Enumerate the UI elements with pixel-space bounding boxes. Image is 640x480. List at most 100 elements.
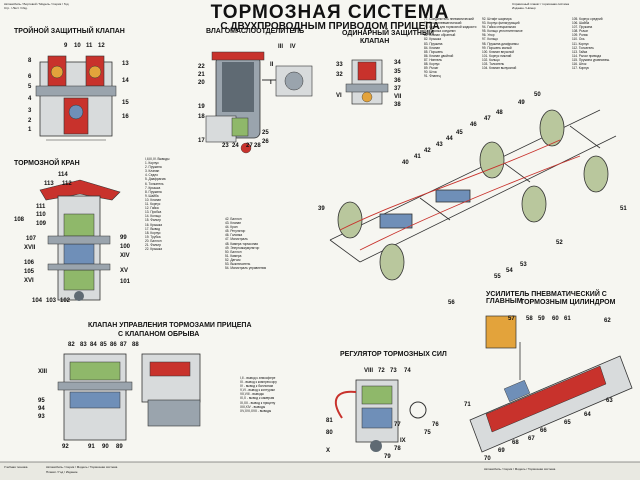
legend-line: 2. Пружина — [145, 165, 162, 170]
header-left-line2: Стр. / Лист / Изд. — [4, 6, 28, 10]
regulator-label-ix: IX — [400, 438, 406, 444]
sep-label-18: 18 — [198, 114, 205, 120]
brake-label-104: 104 — [32, 298, 43, 304]
single-label-38: 38 — [394, 102, 401, 108]
chassis-label-46: 46 — [470, 122, 477, 128]
brake-label-112: 112 — [62, 181, 72, 187]
booster-label-57: 57 — [508, 316, 515, 322]
legend-line: 117. Корпус — [572, 66, 590, 71]
legend-line: XV,XVI,XVII - выводы — [240, 408, 272, 413]
brake-label-100: 100 — [120, 244, 131, 250]
sep-label-28: 28 — [254, 143, 261, 149]
trailer-label-82: 82 — [68, 342, 75, 348]
legend-line: 14. Кольцо — [145, 214, 161, 219]
single-label-32: 32 — [336, 72, 343, 78]
legend-line: 10. Клапан — [145, 197, 162, 202]
footer-right-line1: Автомобиль / Серия / Модель / Тормозная … — [484, 467, 556, 471]
single-label-vii: VII — [394, 94, 402, 100]
booster-label-65: 65 — [564, 420, 571, 426]
footer-logo: Учебная техника — [4, 465, 28, 469]
legend-line: 90. Шток — [424, 70, 437, 75]
triple-label-15: 15 — [122, 100, 129, 106]
legend-line: 110. Ось — [572, 37, 585, 42]
section-triple-valve: ТРОЙНОЙ ЗАЩИТНЫЙ КЛАПАН — [14, 28, 125, 35]
chassis-drawing — [329, 109, 617, 281]
sep-label-24: 24 — [232, 143, 239, 149]
triple-label-6: 6 — [28, 74, 32, 80]
legend-line: 104. Клапан выпускной — [482, 66, 517, 71]
sep-label-21: 21 — [198, 72, 205, 78]
legend-line: 18. Корпус — [145, 230, 161, 235]
legend-line: 1. Корпус — [145, 161, 159, 166]
regulator-label-72: 72 — [378, 368, 385, 374]
legend-line: 109. Ролик — [572, 33, 588, 38]
brake-label-102: 102 — [60, 298, 71, 304]
legend-line: 82. Крышка — [424, 37, 442, 42]
chassis-label-54: 54 — [506, 268, 513, 274]
legend-line: VII,VIII - выводы — [240, 392, 264, 397]
booster-label-64: 64 — [584, 412, 591, 418]
legend-line: 79. Шланг для тормозной жидкости — [424, 25, 477, 30]
trailer-label-85: 85 — [100, 342, 107, 348]
legend-line: 6. Толкатель — [145, 181, 164, 186]
section-moisture-separator: ВЛАГОМАСЛООТДЕЛИТЕЛЬ — [206, 28, 305, 35]
single-label-35: 35 — [394, 69, 401, 75]
legend-line: 103. Толкатель — [482, 62, 505, 67]
trailer-label-94: 94 — [38, 406, 45, 412]
legend-line: 48. Камера тормозная — [225, 241, 258, 246]
legend-line: I,II,III,IV. Выводы — [145, 157, 170, 161]
legend-line: 21. Фильтр — [145, 242, 162, 247]
legend-line: 99. Поршень малый — [482, 45, 512, 50]
booster-label-60: 60 — [552, 316, 559, 322]
sep-roman-iii: III — [278, 44, 284, 50]
brake-label-101: 101 — [120, 279, 131, 285]
legend-line: 80. Головка соединит. — [424, 29, 457, 34]
section-brake-valve: ТОРМОЗНОЙ КРАН — [14, 160, 80, 167]
triple-valve-drawing — [35, 55, 117, 141]
chassis-label-52: 52 — [556, 240, 563, 246]
legend-line: 93. Корпус фильтрующий — [482, 21, 520, 26]
chassis-label-49: 49 — [518, 100, 525, 106]
legend-line: 111. Корпус — [572, 41, 589, 46]
legend-line: 92. Штифт шарнира — [482, 17, 512, 21]
legend-line: 49. Энергоаккумулятор — [225, 245, 260, 250]
brake-valve-drawing — [39, 179, 121, 301]
booster-label-71: 71 — [464, 402, 471, 408]
legend-line: IX,X - вывод к камерам — [240, 396, 275, 401]
chassis-label-56: 56 — [448, 300, 455, 306]
chassis-label-41: 41 — [414, 154, 421, 160]
brake-label-xvi: XVI — [24, 278, 34, 284]
section-trailer-valve-l1: КЛАПАН УПРАВЛЕНИЯ ТОРМОЗАМИ ПРИЦЕПА — [88, 322, 252, 329]
trailer-label-89: 89 — [116, 444, 123, 450]
booster-label-70: 70 — [484, 456, 491, 462]
booster-label-62: 62 — [604, 318, 611, 324]
legend-line: 98. Пружина диафрагмы — [482, 41, 519, 46]
legend-line: 107. Пружина — [572, 25, 593, 30]
legend-line: 4. Седло — [145, 173, 159, 178]
single-label-vi: VI — [336, 93, 342, 99]
legend-line: 12. Гайка — [145, 206, 159, 211]
legend-line: 19. Трубка — [145, 234, 161, 239]
legend-line: 106. Шайба — [572, 21, 590, 26]
legend-line: 89. Рычаг — [424, 66, 439, 71]
legend-line: 113. Гайка — [572, 49, 588, 54]
legend-line: 88. Корпус — [424, 62, 440, 67]
triple-label-10: 10 — [74, 43, 81, 49]
chassis-label-47: 47 — [484, 116, 491, 122]
footer-left-line1: Автомобиль / Серия / Модель / Тормозная … — [46, 465, 118, 469]
trailer-label-93: 93 — [38, 414, 45, 420]
legend-line: 54. Магистраль управления — [225, 266, 267, 271]
single-label-37: 37 — [394, 86, 401, 92]
single-valve-drawing — [345, 59, 389, 105]
brake-label-xv: XV — [120, 268, 129, 274]
page-title: ТОРМОЗНАЯ СИСТЕМА — [210, 2, 450, 23]
section-trailer-valve-l2: С КЛАПАНОМ ОБРЫВА — [118, 331, 200, 338]
legend-line: 78. Кран пневматический — [424, 21, 462, 26]
brake-label-105: 105 — [24, 269, 35, 275]
legend-line: 20. Баллон — [145, 238, 162, 243]
